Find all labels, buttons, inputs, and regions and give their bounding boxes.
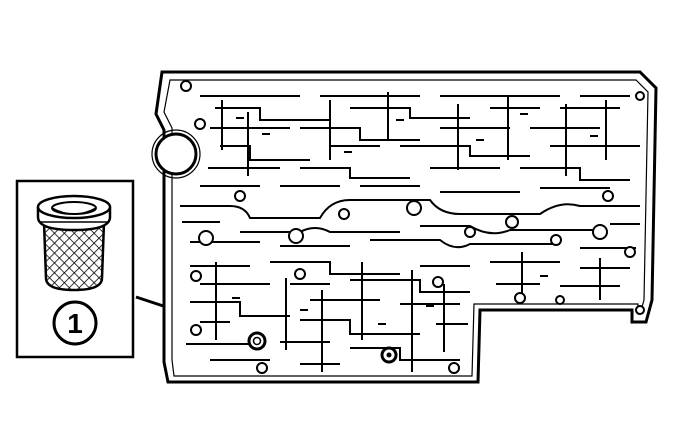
cylindrical-mesh-filter-icon	[36, 194, 112, 292]
lower-plug-icon	[380, 346, 398, 364]
valve-body-plate-icon	[151, 70, 658, 384]
filter-bore-icon	[247, 331, 267, 351]
callout-number-label: 1	[67, 308, 83, 339]
callout-number-1: 1	[52, 300, 98, 346]
